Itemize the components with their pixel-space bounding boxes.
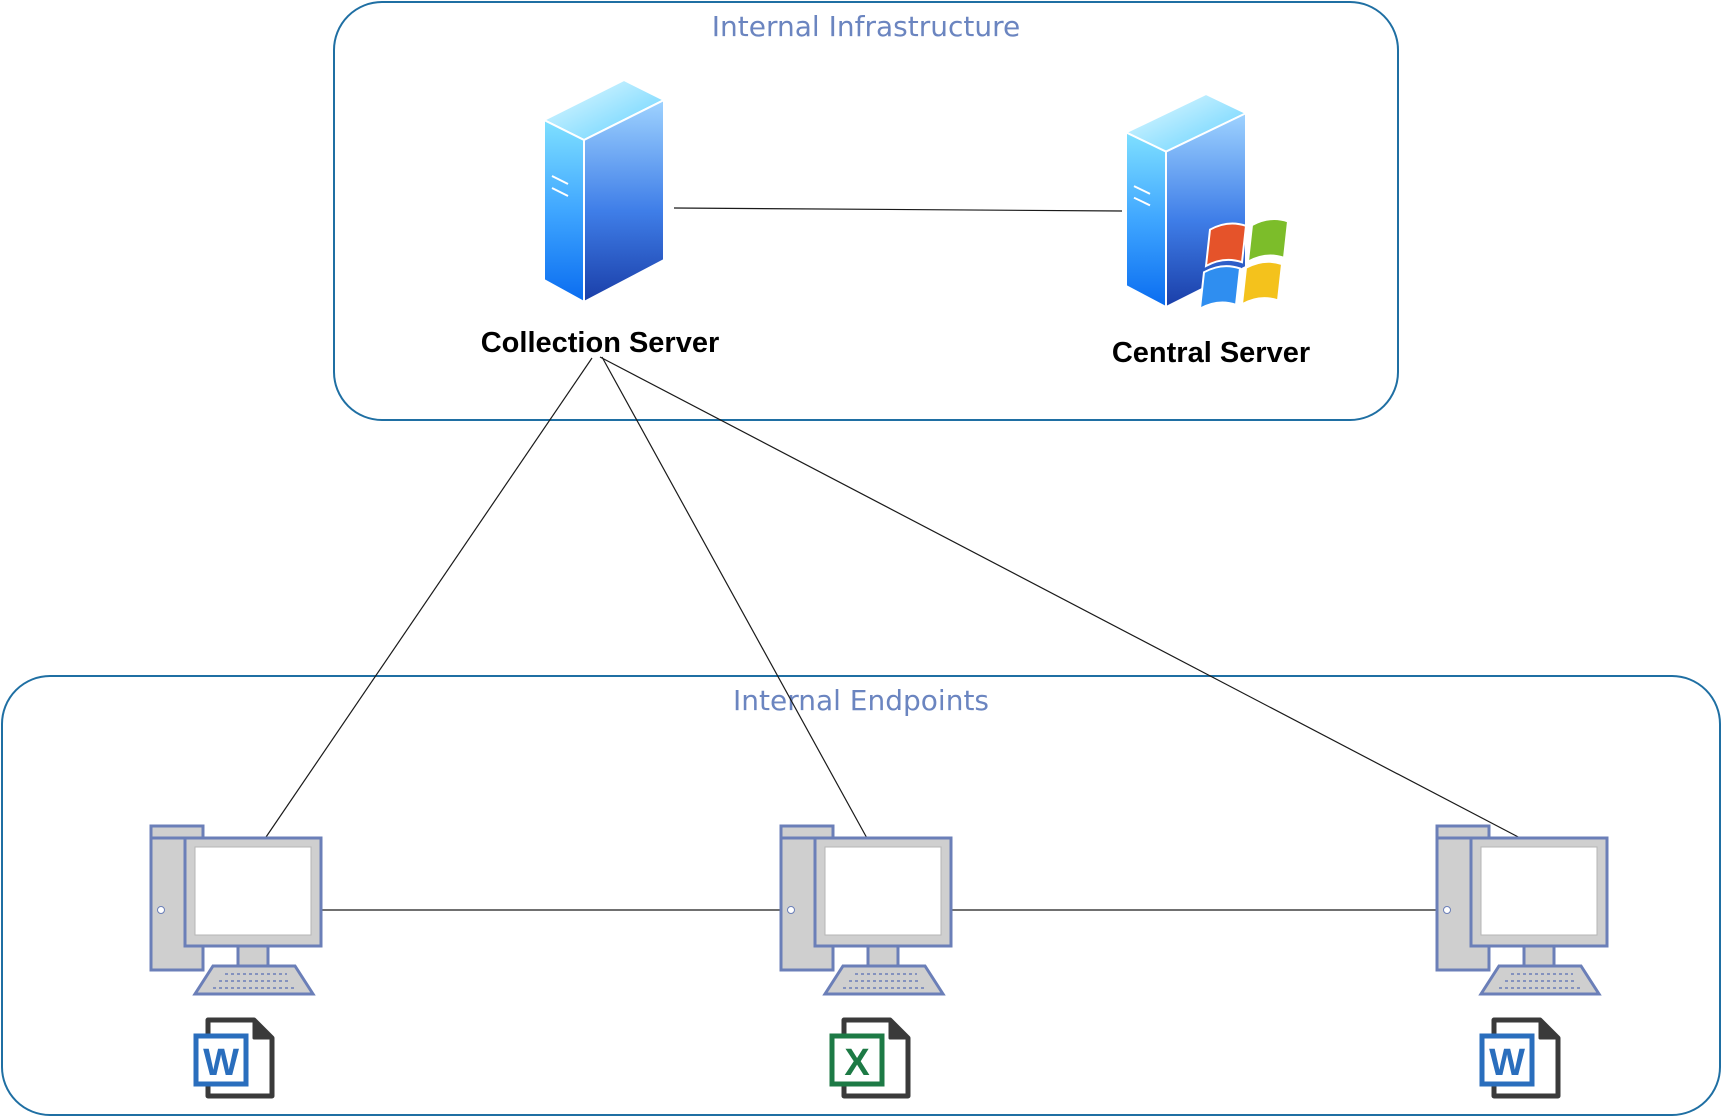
- connector-collection-to-workstation-1: [263, 357, 593, 841]
- internal-infrastructure-group: [333, 1, 1399, 421]
- word-document-icon: W: [1479, 1020, 1558, 1096]
- svg-text:X: X: [844, 1042, 870, 1084]
- connector-collection-to-workstation-2: [601, 356, 869, 841]
- desktop-computer-icon: [779, 824, 953, 996]
- word-document-icon: W: [193, 1020, 272, 1096]
- windows-server-icon: [1125, 93, 1290, 311]
- windows-logo-icon: [1198, 218, 1290, 311]
- central-server-label: Central Server: [1112, 337, 1310, 369]
- svg-text:W: W: [1489, 1042, 1525, 1084]
- internal-endpoints-group: [1, 675, 1721, 1116]
- collection-server-label: Collection Server: [481, 327, 720, 359]
- svg-text:W: W: [203, 1042, 239, 1084]
- internal-infrastructure-title: Internal Infrastructure: [712, 10, 1020, 43]
- excel-document-icon: X: [829, 1020, 908, 1096]
- internal-endpoints-title: Internal Endpoints: [733, 684, 989, 717]
- desktop-computer-icon: [149, 824, 323, 996]
- connector-collection-to-central: [673, 207, 1123, 212]
- server-icon: [543, 79, 665, 303]
- connector-collection-to-workstation-3: [599, 356, 1525, 841]
- desktop-computer-icon: [1435, 824, 1609, 996]
